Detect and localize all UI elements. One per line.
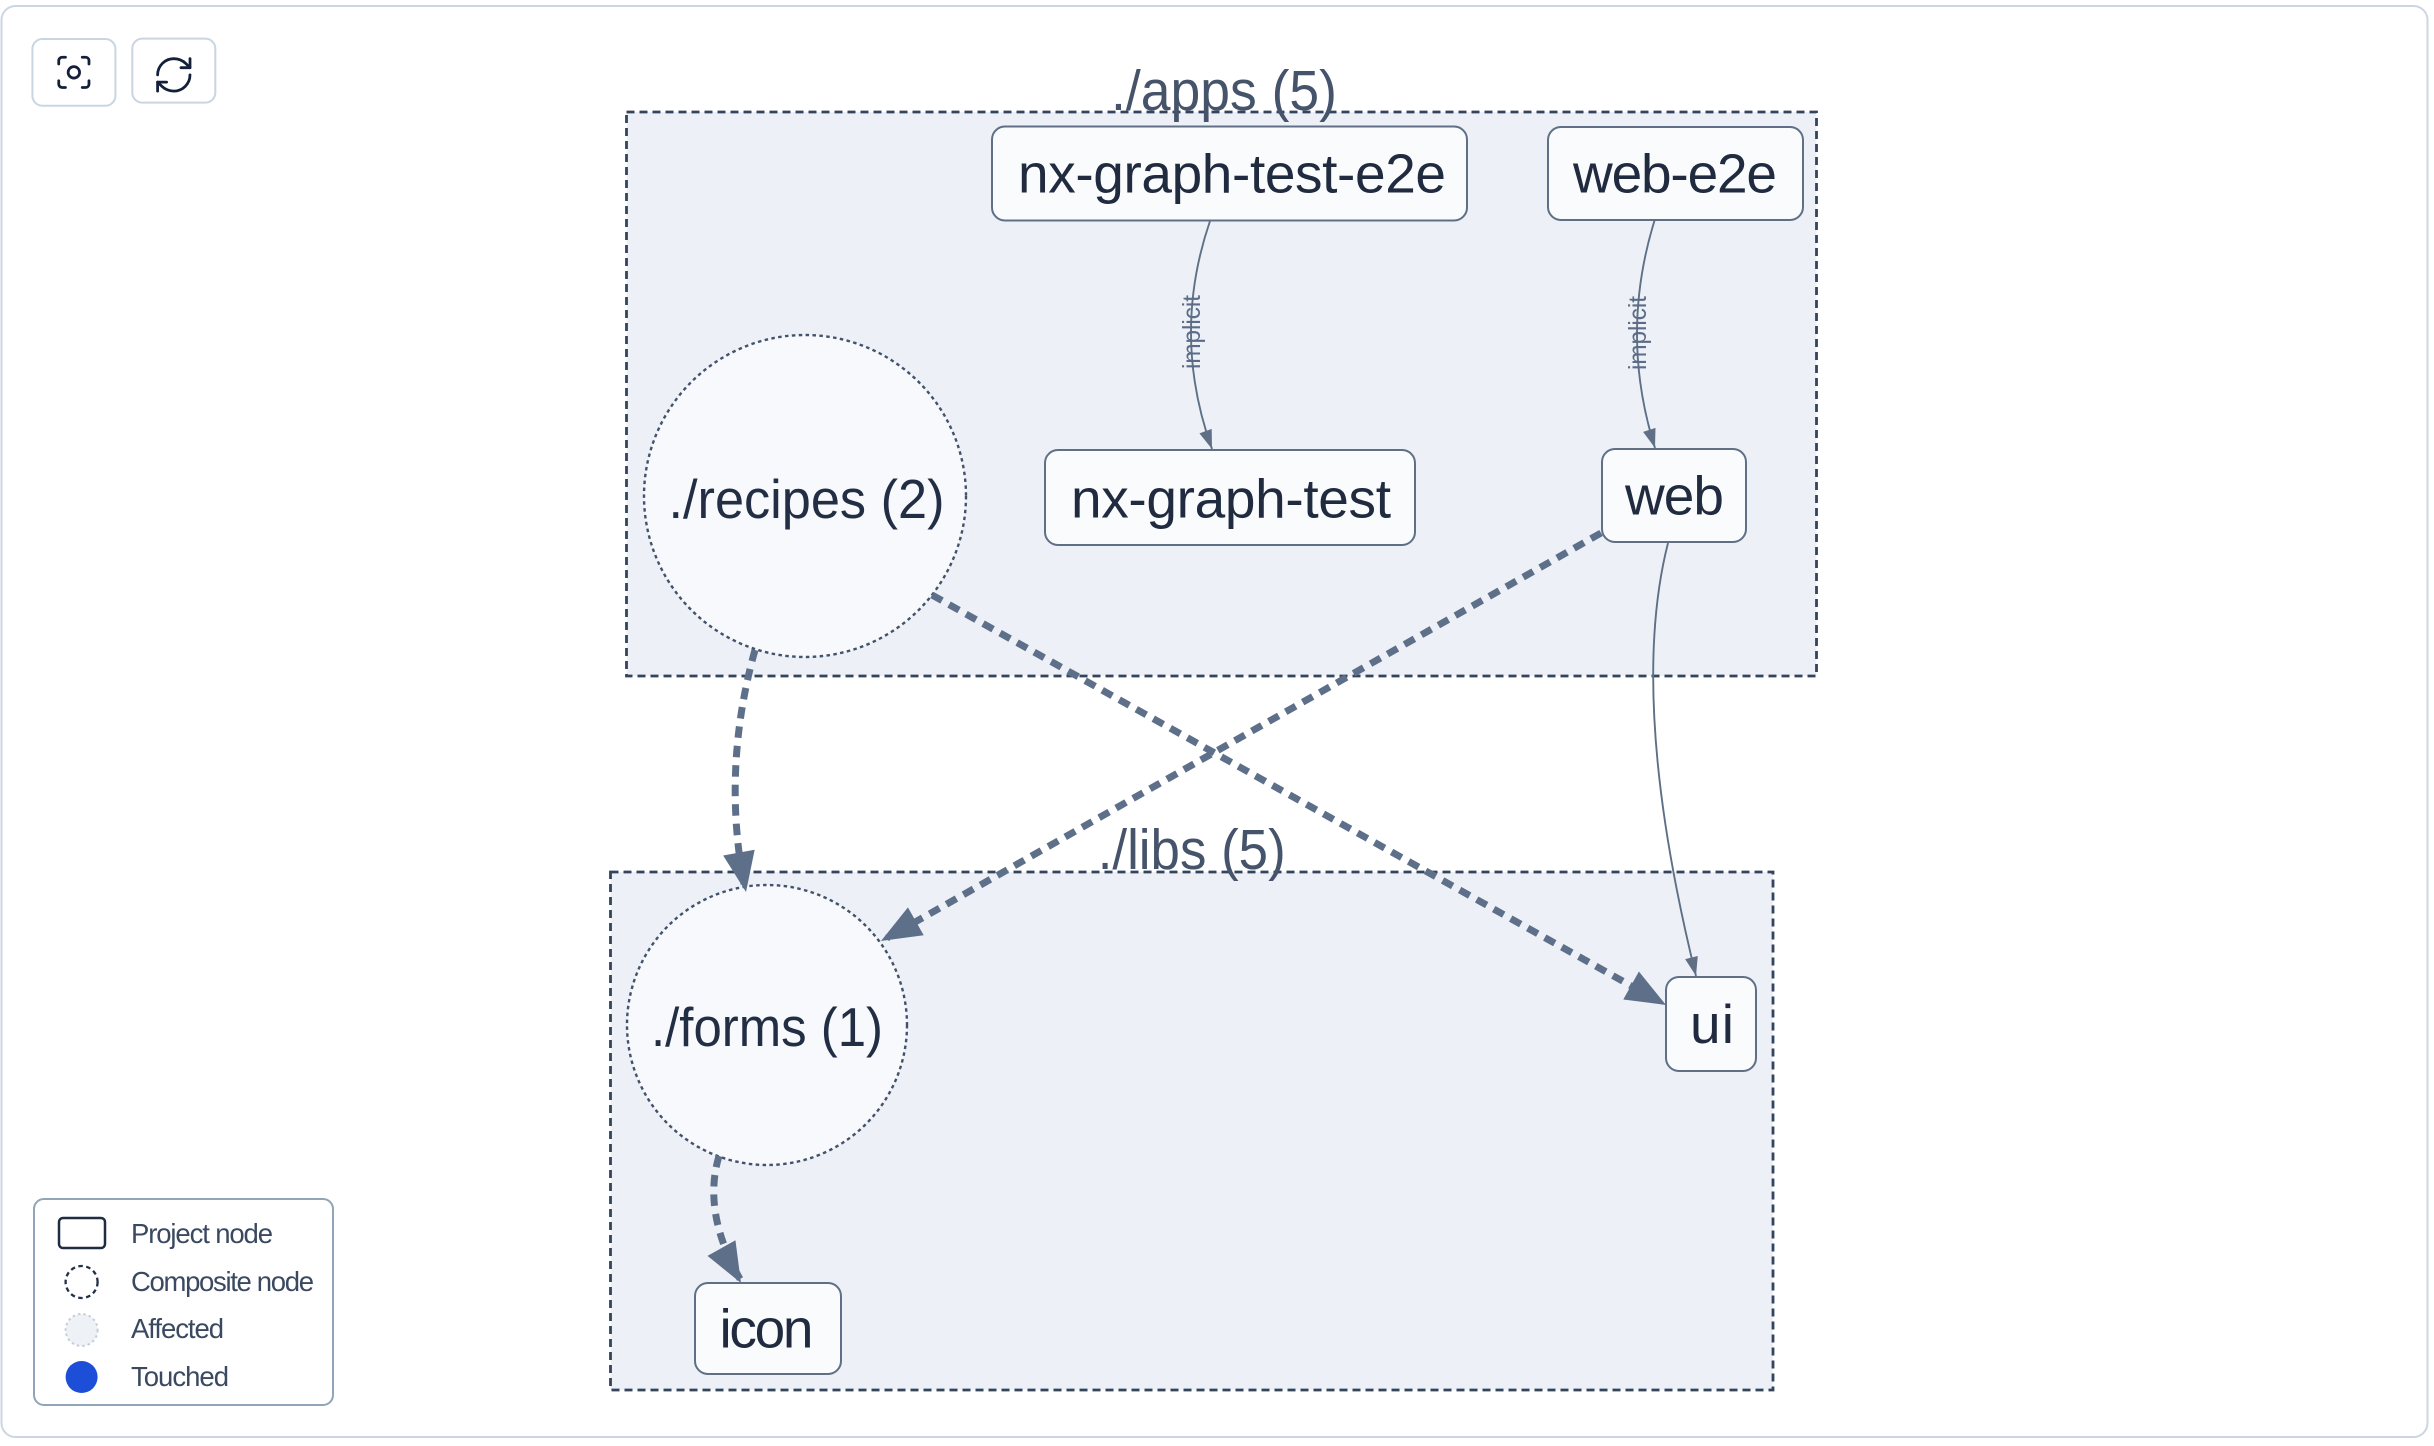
svg-text:Composite node: Composite node xyxy=(131,1266,314,1297)
svg-text:./libs (5): ./libs (5) xyxy=(1098,818,1286,882)
svg-text:./forms (1): ./forms (1) xyxy=(651,996,883,1058)
svg-text:implicit: implicit xyxy=(1178,295,1206,369)
svg-text:Touched: Touched xyxy=(131,1361,229,1392)
svg-text:ui: ui xyxy=(1690,993,1734,1055)
svg-text:web-e2e: web-e2e xyxy=(1572,143,1777,205)
svg-text:implicit: implicit xyxy=(1624,296,1652,370)
svg-text:./apps (5): ./apps (5) xyxy=(1111,59,1337,123)
svg-text:Affected: Affected xyxy=(131,1313,224,1344)
svg-text:nx-graph-test: nx-graph-test xyxy=(1071,468,1391,530)
svg-text:Project node: Project node xyxy=(131,1218,273,1249)
svg-text:nx-graph-test-e2e: nx-graph-test-e2e xyxy=(1018,143,1446,205)
svg-text:web: web xyxy=(1624,465,1724,527)
svg-text:./recipes (2): ./recipes (2) xyxy=(669,468,945,530)
svg-text:icon: icon xyxy=(720,1298,814,1360)
